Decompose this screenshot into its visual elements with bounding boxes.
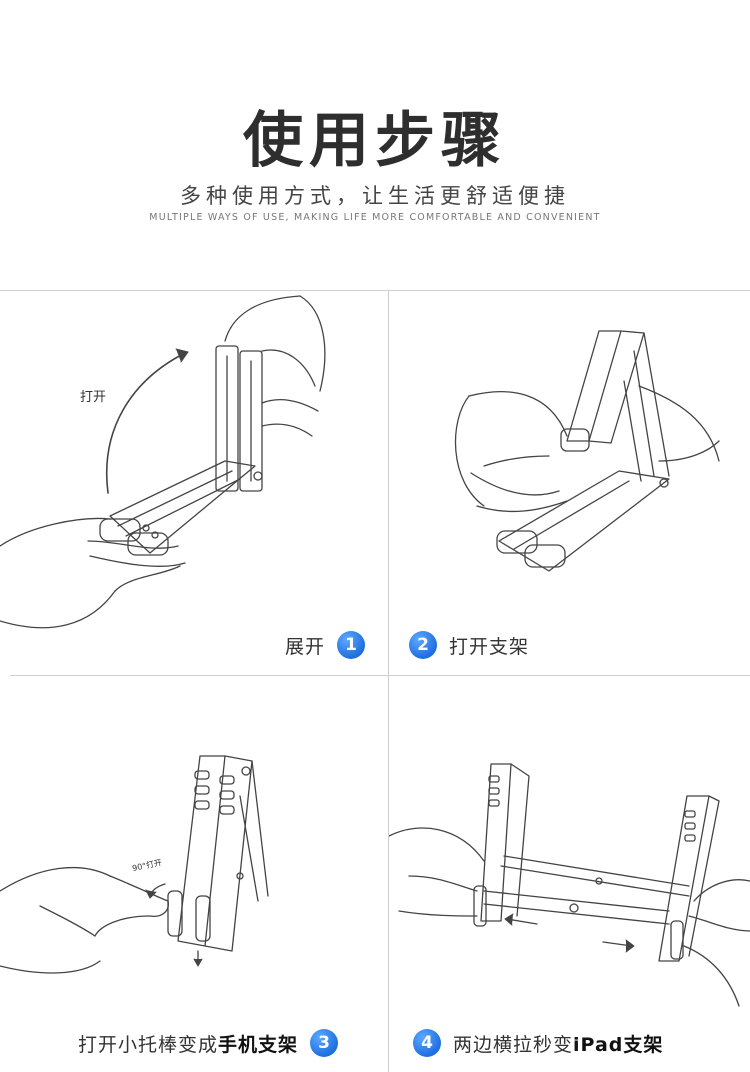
step-3-text-bold: 手机支架 bbox=[218, 1033, 299, 1056]
step-1-panel: 打开 展开 1 bbox=[0, 291, 388, 675]
step-1-text: 展开 bbox=[285, 635, 326, 658]
step-2-label: 2 打开支架 bbox=[409, 631, 529, 659]
step-3-panel: 90°打开 打开小托棒变成手机支架 3 bbox=[0, 676, 388, 1072]
step-1-label: 展开 1 bbox=[285, 631, 366, 659]
header: 使用步骤 多种使用方式，让生活更舒适便捷 MULTIPLE WAYS OF US… bbox=[0, 0, 750, 290]
step-4-badge: 4 bbox=[413, 1029, 441, 1057]
step-2-text: 打开支架 bbox=[449, 635, 530, 658]
step-4-panel: 4 两边横拉秒变iPad支架 bbox=[389, 676, 750, 1072]
page-title: 使用步骤 bbox=[243, 106, 507, 176]
step-3-label: 打开小托棒变成手机支架 3 bbox=[78, 1029, 339, 1057]
grid-line-top bbox=[0, 290, 750, 291]
step-2-badge: 2 bbox=[409, 631, 437, 659]
step-1-note: 打开 bbox=[80, 390, 107, 405]
step-3-text-plain: 打开小托棒变成 bbox=[78, 1033, 219, 1056]
step-3-badge: 3 bbox=[310, 1029, 339, 1057]
step-4-text: 两边横拉秒变iPad支架 bbox=[453, 1030, 663, 1057]
page-subtitle-en: MULTIPLE WAYS OF USE, MAKING LIFE MORE C… bbox=[149, 212, 601, 223]
step-4-label: 4 两边横拉秒变iPad支架 bbox=[413, 1029, 663, 1057]
step-3-text: 打开小托棒变成手机支架 bbox=[78, 1030, 298, 1057]
step-1-badge: 1 bbox=[337, 631, 366, 659]
step-1-illustration bbox=[0, 295, 326, 629]
step-4-text-bold: iPad支架 bbox=[573, 1033, 664, 1056]
step-4-illustration bbox=[389, 763, 750, 1007]
page-subtitle: 多种使用方式，让生活更舒适便捷 bbox=[180, 184, 570, 208]
grid-line-vertical bbox=[388, 290, 389, 1072]
grid-line-middle bbox=[10, 675, 750, 676]
step-2-illustration bbox=[454, 330, 720, 572]
step-4-text-plain: 两边横拉秒变 bbox=[453, 1033, 574, 1056]
step-2-panel: 2 打开支架 bbox=[389, 291, 750, 675]
step-3-illustration bbox=[0, 755, 269, 974]
